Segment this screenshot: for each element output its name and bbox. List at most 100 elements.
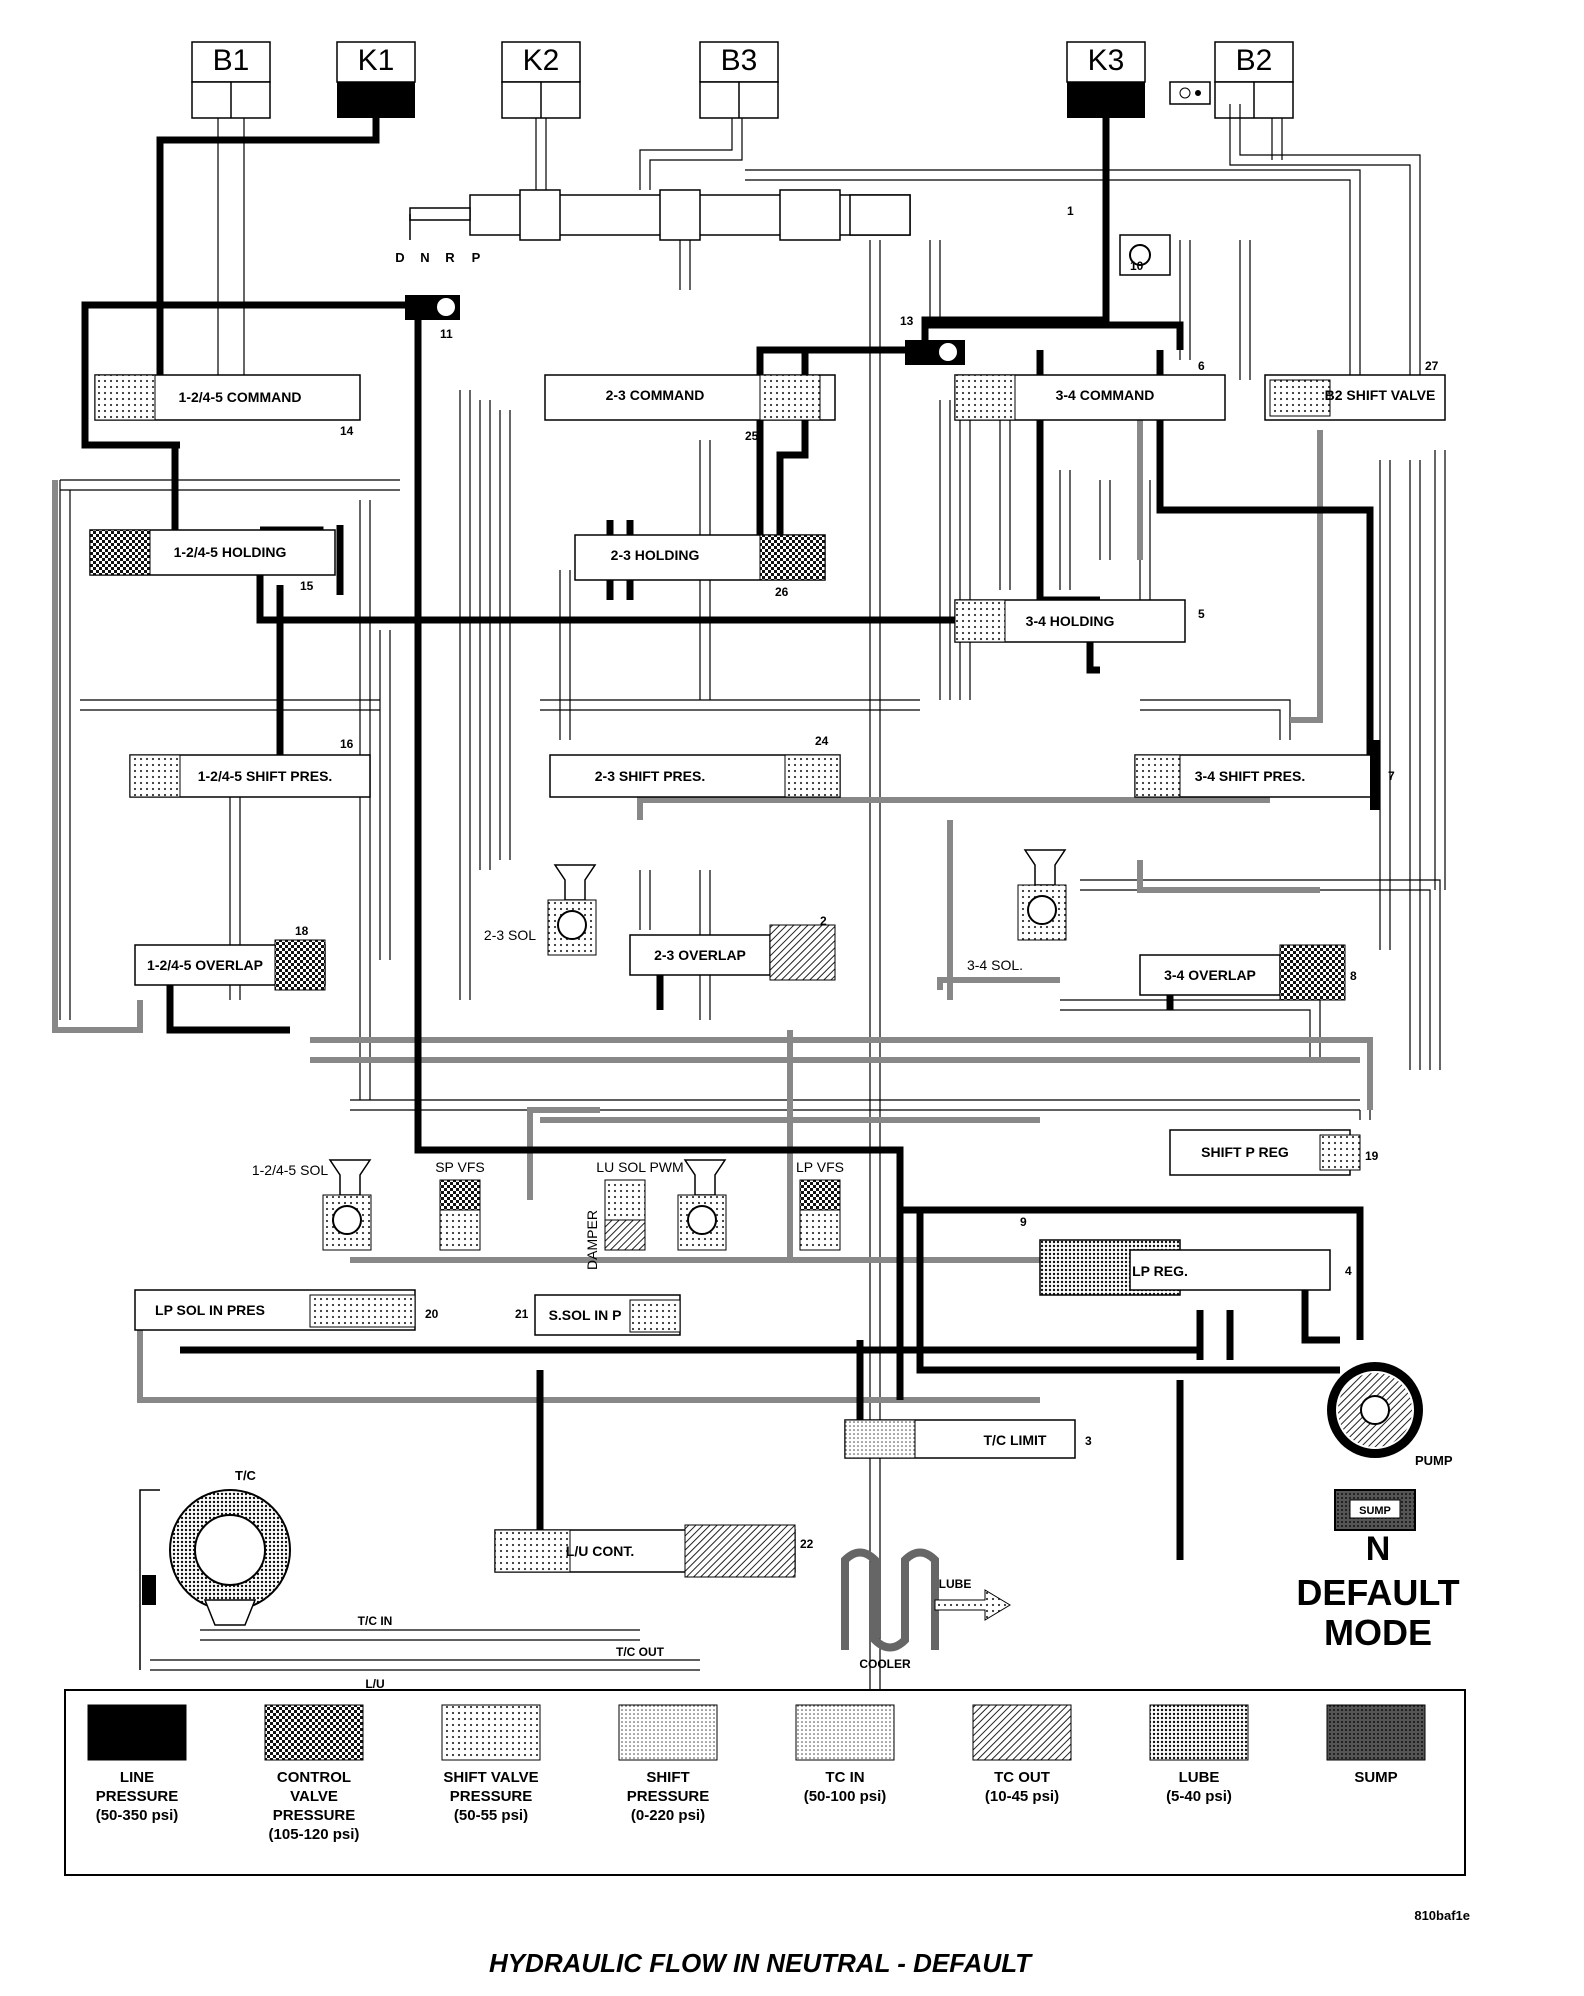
valve-lp-sol-in-label: LP SOL IN PRES [155, 1302, 265, 1318]
clutch-k3: K3 [1066, 41, 1146, 118]
cooler-label: COOLER [859, 1657, 911, 1671]
valve-tc-limit-label: T/C LIMIT [984, 1432, 1047, 1448]
legend-label-7-line-1: LUBE [1179, 1769, 1220, 1786]
line-pressure [81, 118, 1374, 1570]
solenoid-34-label: 3-4 SOL. [967, 957, 1023, 973]
passages-shift [52, 420, 1373, 1403]
legend-label-5-line-1: TC IN [825, 1769, 864, 1786]
ref-16: 16 [340, 737, 354, 751]
valve-1245-holding: 1-2/4-5 HOLDING [89, 529, 336, 576]
ref-4: 4 [1345, 1264, 1352, 1278]
clutch-k1-label: K1 [358, 44, 395, 77]
lube-label: LUBE [939, 1577, 972, 1591]
ref-11: 11 [440, 327, 453, 341]
valve-b2-shift-label: B2 SHIFT VALVE [1325, 387, 1436, 403]
legend-swatch-7 [1149, 1704, 1249, 1761]
solenoid-23-label: 2-3 SOL [484, 927, 536, 943]
ref-13: 13 [900, 314, 914, 328]
ref-6: 6 [1198, 359, 1205, 373]
valve-1245-overlap-label: 1-2/4-5 OVERLAP [147, 957, 263, 973]
legend-label-4-line-1: SHIFT [646, 1769, 689, 1786]
mode-line-1: DEFAULT [1296, 1572, 1459, 1613]
valve-lp-reg-label: LP REG. [1132, 1263, 1188, 1279]
mode-line-2: MODE [1324, 1612, 1432, 1653]
valve-23-shift-pres-label: 2-3 SHIFT PRES. [595, 768, 705, 784]
clutch-k2: K2 [501, 41, 581, 119]
check-ball-11-icon [405, 295, 460, 320]
legend-label-1-line-3: (50-350 psi) [96, 1807, 179, 1824]
ref-10: 10 [1130, 259, 1144, 273]
legend-label-6-line-2: (10-45 psi) [985, 1788, 1059, 1805]
valve-1245-command: 1-2/4-5 COMMAND [94, 374, 361, 421]
tc-out-label: T/C OUT [616, 1645, 665, 1659]
valve-1245-command-label: 1-2/4-5 COMMAND [179, 389, 302, 405]
check-ball-13-icon [905, 340, 965, 365]
ref-25: 25 [745, 429, 759, 443]
legend-label-2-line-2: VALVE [290, 1788, 338, 1805]
ref-7: 7 [1388, 769, 1395, 783]
legend-swatch-8 [1326, 1704, 1426, 1761]
valve-b2-shift: B2 SHIFT VALVE [1264, 374, 1446, 421]
valve-34-shift-pres: 3-4 SHIFT PRES. [1134, 740, 1380, 810]
ref-8: 8 [1350, 969, 1357, 983]
valve-lp-reg: LP REG. [1039, 1239, 1331, 1296]
damper-label: DAMPER [584, 1210, 600, 1270]
solenoid-lu-pwm-label: LU SOL PWM [596, 1159, 683, 1175]
clutch-b3-label: B3 [721, 44, 758, 77]
legend-label-1-line-2: PRESSURE [96, 1788, 179, 1805]
selector-p: P [472, 250, 481, 265]
valve-s-sol-in: S.SOL IN P [534, 1294, 681, 1336]
valve-34-command-label: 3-4 COMMAND [1056, 387, 1155, 403]
ref-9: 9 [1020, 1215, 1027, 1229]
mode-gear: N [1366, 1530, 1391, 1568]
damper-icon [604, 1179, 646, 1251]
solenoid-34-icon [1017, 849, 1067, 941]
solenoid-lu-pwm-icon [677, 1159, 727, 1251]
valve-34-shift-pres-label: 3-4 SHIFT PRES. [1195, 768, 1305, 784]
valve-23-overlap-label: 2-3 OVERLAP [654, 947, 746, 963]
legend-swatch-3 [441, 1704, 541, 1761]
ref-22: 22 [800, 1537, 814, 1551]
diagram-caption: HYDRAULIC FLOW IN NEUTRAL - DEFAULT [489, 1948, 1033, 1978]
ref-15: 15 [300, 579, 314, 593]
solenoid-1245-icon [322, 1159, 372, 1251]
solenoid-lp-vfs-icon [799, 1179, 841, 1251]
legend-label-2-line-1: CONTROL [277, 1769, 351, 1786]
solenoid-1245-label: 1-2/4-5 SOL [252, 1162, 328, 1178]
legend-label-1-line-1: LINE [120, 1769, 154, 1786]
valve-s-sol-in-label: S.SOL IN P [549, 1307, 622, 1323]
solenoid-23-icon [547, 864, 597, 956]
clutch-b1: B1 [191, 41, 271, 119]
valve-lu-cont-label: L/U CONT. [566, 1543, 634, 1559]
clutch-k2-label: K2 [523, 44, 560, 77]
tc-label: T/C [235, 1468, 257, 1483]
legend-swatch-6 [972, 1704, 1072, 1761]
valve-23-overlap: 2-3 OVERLAP [629, 924, 836, 981]
pump-icon [1327, 1362, 1423, 1458]
valve-34-command: 3-4 COMMAND [954, 374, 1226, 421]
valve-34-holding-label: 3-4 HOLDING [1026, 613, 1115, 629]
ref-24: 24 [815, 734, 829, 748]
legend-label-5-line-2: (50-100 psi) [804, 1788, 887, 1805]
legend-label-4-line-2: PRESSURE [627, 1788, 710, 1805]
clutch-b3: B3 [699, 41, 779, 119]
tc-in-label: T/C IN [358, 1614, 393, 1628]
ref-18: 18 [295, 924, 309, 938]
valve-tc-limit: T/C LIMIT [844, 1419, 1076, 1459]
valve-lp-sol-in: LP SOL IN PRES [134, 1289, 416, 1331]
selector-r: R [445, 250, 455, 265]
solenoid-sp-vfs-icon [439, 1179, 481, 1251]
valve-1245-shift-pres-label: 1-2/4-5 SHIFT PRES. [198, 768, 333, 784]
clutch-k3-label: K3 [1088, 44, 1125, 77]
legend-label-3-line-3: (50-55 psi) [454, 1807, 528, 1824]
sump-label: SUMP [1359, 1505, 1391, 1517]
ref-27: 27 [1425, 359, 1439, 373]
manual-valve [409, 189, 911, 241]
ref-5: 5 [1198, 607, 1205, 621]
ref-26: 26 [775, 585, 789, 599]
ref-19: 19 [1365, 1149, 1379, 1163]
legend-label-3-line-1: SHIFT VALVE [443, 1769, 538, 1786]
legend-label-8-line-1: SUMP [1354, 1769, 1397, 1786]
valve-23-holding: 2-3 HOLDING [574, 534, 826, 581]
